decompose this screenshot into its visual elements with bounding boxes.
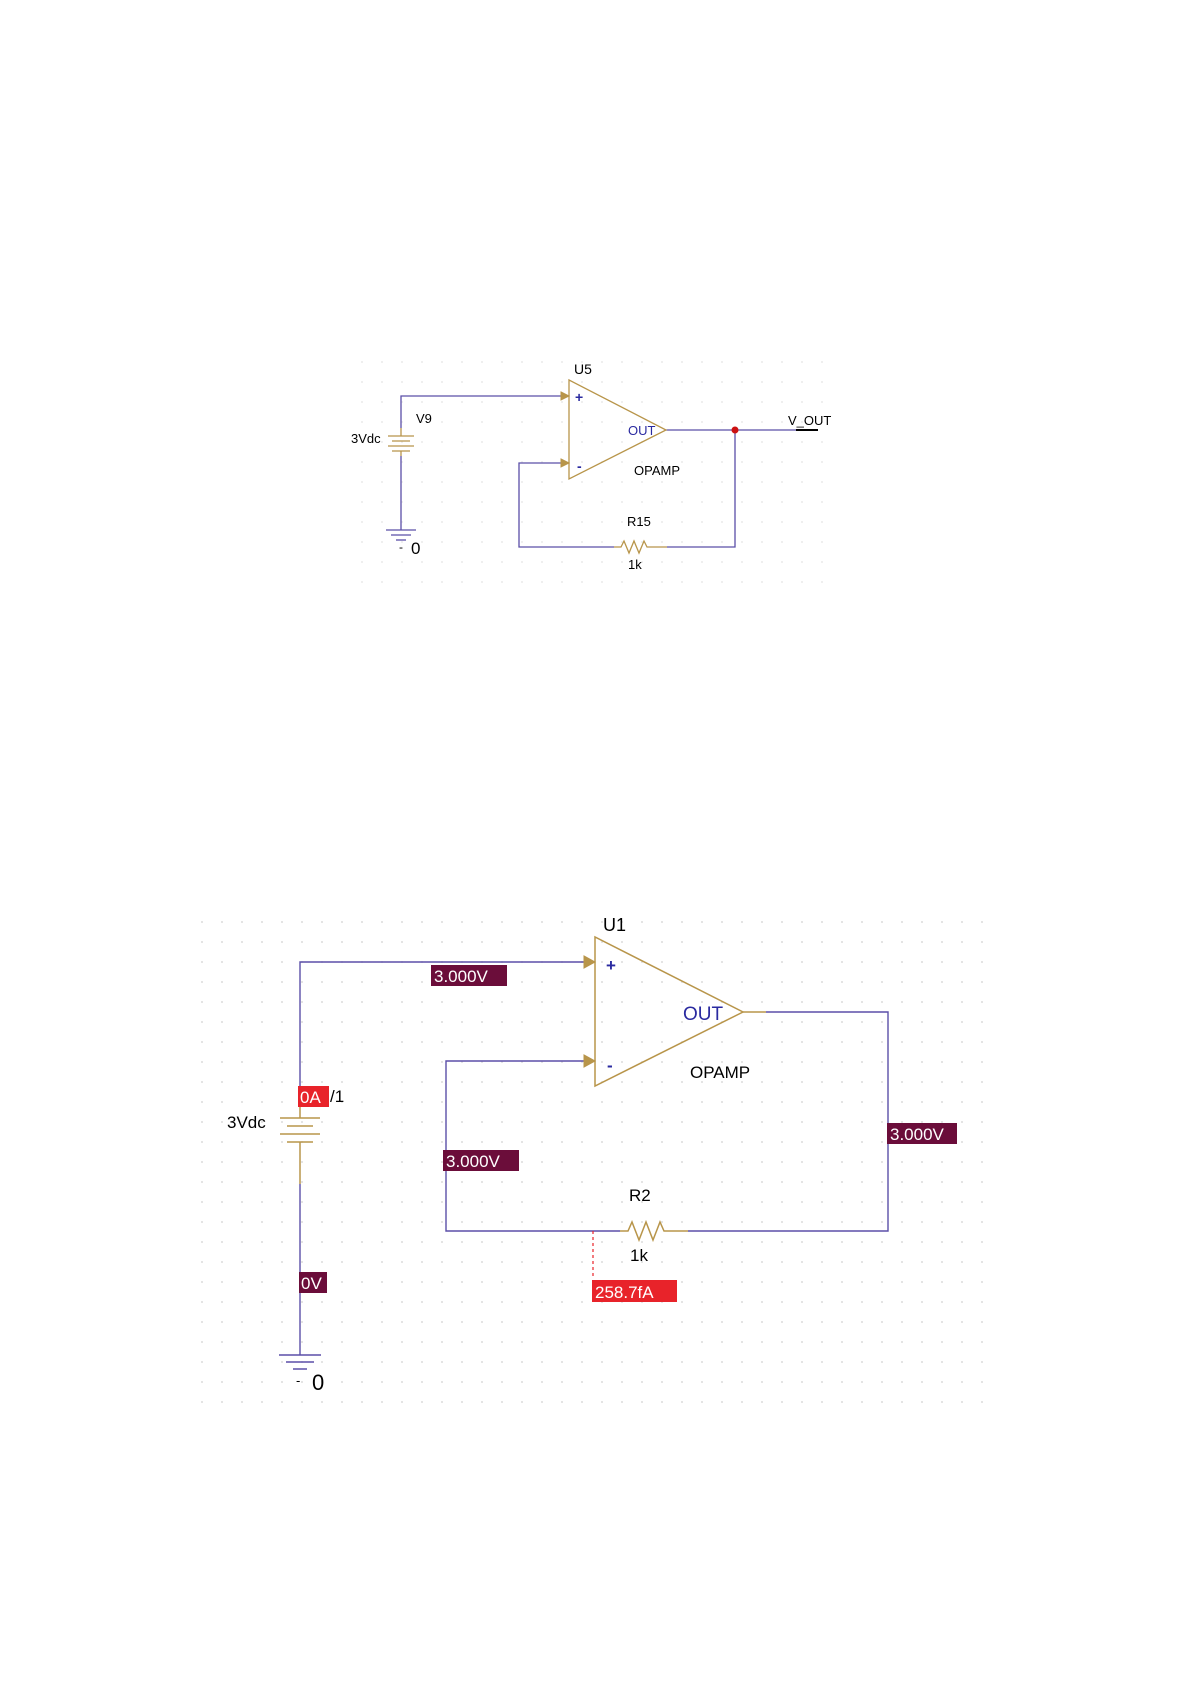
bottom-resistor-value: 1k bbox=[630, 1246, 648, 1265]
bottom-out-pin-label: OUT bbox=[683, 1004, 724, 1025]
top-ground-minus: - bbox=[399, 540, 403, 554]
current-marker-source-text: 0A bbox=[300, 1088, 321, 1107]
current-marker-resistor-text: 258.7fA bbox=[595, 1283, 654, 1302]
bottom-opamp-model: OPAMP bbox=[690, 1063, 750, 1082]
current-marker-resistor[interactable]: 258.7fA bbox=[592, 1280, 677, 1302]
top-schematic: U5 + - OUT OPAMP V9 3Vdc R15 1k V_OUT - … bbox=[350, 345, 840, 585]
bottom-resistor-ref: R2 bbox=[629, 1186, 651, 1205]
bottom-source-value: 3Vdc bbox=[227, 1113, 266, 1132]
voltage-marker-ground-text: 0V bbox=[301, 1274, 322, 1293]
voltage-marker-minus-input-text: 3.000V bbox=[446, 1152, 501, 1171]
voltage-marker-output-text: 3.000V bbox=[890, 1125, 945, 1144]
bottom-opamp-ref: U1 bbox=[603, 915, 626, 935]
top-resistor-value: 1k bbox=[628, 557, 642, 572]
top-grid-area bbox=[350, 345, 840, 585]
top-minus-pin-label: - bbox=[577, 458, 582, 474]
top-output-node-dot bbox=[732, 427, 739, 434]
top-out-pin-label: OUT bbox=[628, 423, 656, 438]
bottom-schematic: U1 + - OUT OPAMP 3Vdc R2 1k - 0 /1 3.000… bbox=[198, 905, 993, 1415]
source-current-suffix: /1 bbox=[330, 1087, 344, 1106]
top-net-label[interactable]: V_OUT bbox=[788, 413, 831, 428]
top-plus-pin-label: + bbox=[575, 389, 583, 405]
bottom-plus-pin-label: + bbox=[606, 956, 616, 975]
top-opamp-model: OPAMP bbox=[634, 463, 680, 478]
bottom-ground-minus: - bbox=[296, 1373, 300, 1388]
current-marker-source[interactable]: 0A bbox=[298, 1086, 329, 1107]
top-ground-label: 0 bbox=[411, 539, 420, 558]
top-opamp-ref: U5 bbox=[574, 361, 592, 377]
top-resistor-ref: R15 bbox=[627, 514, 651, 529]
top-source-ref: V9 bbox=[416, 411, 432, 426]
bottom-minus-pin-label: - bbox=[607, 1056, 613, 1075]
voltage-marker-plus-input-text: 3.000V bbox=[434, 967, 489, 986]
voltage-marker-output[interactable]: 3.000V bbox=[887, 1123, 957, 1144]
voltage-marker-ground[interactable]: 0V bbox=[299, 1272, 327, 1293]
voltage-marker-minus-input[interactable]: 3.000V bbox=[443, 1150, 519, 1171]
voltage-marker-plus-input[interactable]: 3.000V bbox=[431, 965, 507, 986]
top-source-value: 3Vdc bbox=[351, 431, 381, 446]
bottom-ground-label: 0 bbox=[312, 1370, 324, 1395]
